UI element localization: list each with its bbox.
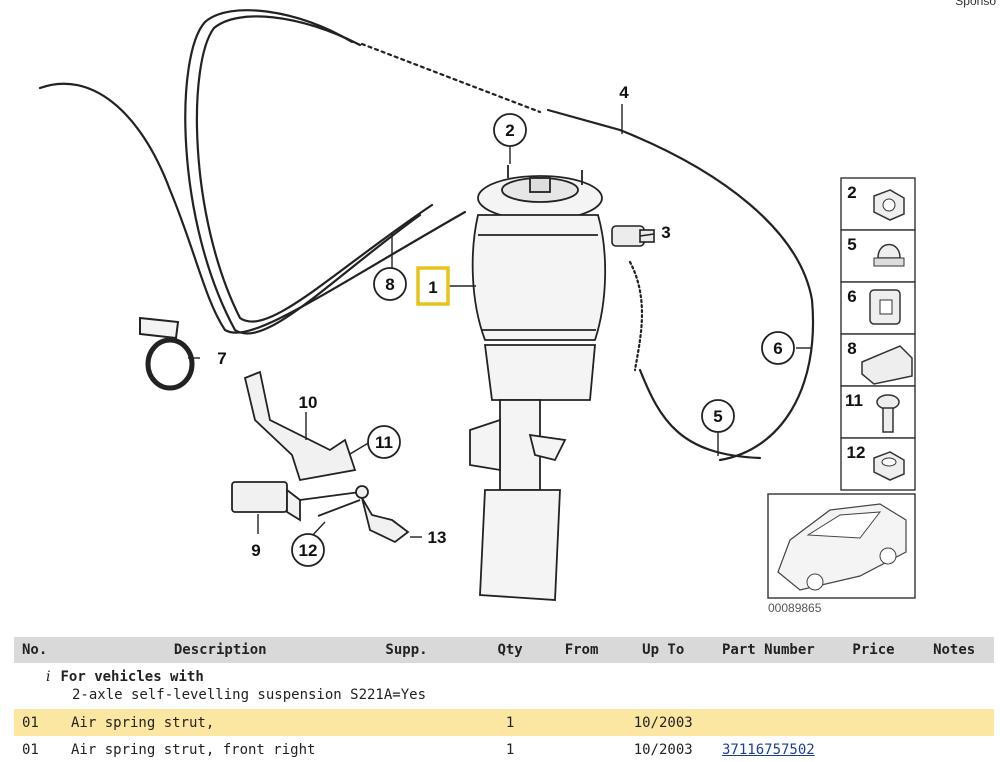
row-description: Air spring strut, <box>63 709 378 736</box>
row-supp <box>377 736 479 762</box>
vehicle-thumbnail: 00089865 <box>767 493 916 615</box>
sidebar-item-5: 5 <box>840 229 916 283</box>
svg-text:8: 8 <box>847 339 856 358</box>
callout-4: 4 <box>619 83 629 102</box>
row-no: 01 <box>14 709 63 736</box>
info-icon: i <box>46 669 51 685</box>
row-notes <box>914 736 994 762</box>
svg-text:7: 7 <box>217 349 226 368</box>
svg-text:10: 10 <box>299 393 318 412</box>
svg-text:6: 6 <box>773 339 782 358</box>
sidebar-item-12: 12 <box>840 437 916 491</box>
svg-text:5: 5 <box>847 235 856 254</box>
col-up-to: Up To <box>622 637 705 663</box>
sidebar-item-6: 6 <box>840 281 916 335</box>
col-notes: Notes <box>914 637 994 663</box>
svg-text:11: 11 <box>375 433 393 452</box>
parts-diagram: 1 2 3 4 5 6 7 8 9 10 11 12 13 <box>38 9 916 615</box>
pressure-sensor-drawing <box>611 225 655 247</box>
sidebar-item-8: 8 <box>840 333 916 387</box>
parts-table: No. Description Supp. Qty From Up To Par… <box>14 637 994 762</box>
svg-text:12: 12 <box>847 443 866 462</box>
svg-text:5: 5 <box>713 407 722 426</box>
row-part-number[interactable]: 37116757502 <box>704 736 833 762</box>
air-lines <box>38 9 815 462</box>
level-sensor-drawing <box>231 370 410 544</box>
row-description: Air spring strut, front right <box>71 741 316 758</box>
callout-2: 2 <box>493 113 527 147</box>
col-from: From <box>540 637 623 663</box>
col-price: Price <box>832 637 915 663</box>
sidebar-item-2: 2 <box>840 177 916 231</box>
svg-text:9: 9 <box>251 541 260 560</box>
sponsored-label: Sponso <box>955 0 996 8</box>
row-notes <box>914 709 994 736</box>
svg-text:13: 13 <box>428 528 447 547</box>
col-part-number: Part Number <box>704 637 833 663</box>
row-up-to: 10/2003 <box>622 709 705 736</box>
svg-text:00089865: 00089865 <box>768 601 822 615</box>
note-title: For vehicles with <box>60 669 204 685</box>
note-detail: 2-axle self-levelling suspension S221A=Y… <box>72 687 427 703</box>
table-row[interactable]: 01 Air spring strut, 1 10/2003 <box>14 709 994 736</box>
callout-7: 7 <box>217 349 226 368</box>
sidebar-item-11: 11 <box>840 385 916 439</box>
air-spring-strut-drawing <box>469 165 607 601</box>
callout-13: 13 <box>428 528 447 547</box>
svg-text:6: 6 <box>847 287 856 306</box>
svg-text:11: 11 <box>845 391 863 410</box>
callout-5: 5 <box>701 399 735 433</box>
callout-1: 1 <box>416 266 450 306</box>
row-no: 01 <box>22 741 39 758</box>
col-supp: Supp. <box>377 637 480 663</box>
svg-text:8: 8 <box>385 275 394 294</box>
hose-clip-drawing <box>139 316 195 391</box>
row-price <box>833 736 915 762</box>
svg-text:1: 1 <box>428 278 437 297</box>
small-parts-sidebar: 2 5 6 8 11 12 <box>840 177 916 491</box>
col-qty: Qty <box>479 637 541 663</box>
svg-text:12: 12 <box>299 541 318 560</box>
row-from <box>540 709 623 736</box>
svg-text:2: 2 <box>505 121 514 140</box>
row-qty: 1 <box>479 709 541 736</box>
row-supp <box>377 709 480 736</box>
row-from <box>541 736 623 762</box>
table-header-row: No. Description Supp. Qty From Up To Par… <box>14 637 994 663</box>
callout-11: 11 <box>367 425 401 459</box>
row-up-to: 10/2003 <box>633 741 693 758</box>
leader-lines <box>188 104 812 539</box>
svg-text:4: 4 <box>619 83 629 102</box>
svg-text:3: 3 <box>661 223 670 242</box>
col-description: Description <box>63 637 378 663</box>
callout-10: 10 <box>299 393 318 412</box>
row-part-number <box>704 709 833 736</box>
col-no: No. <box>14 637 63 663</box>
svg-text:2: 2 <box>847 183 856 202</box>
row-price <box>832 709 915 736</box>
vehicle-condition-note: i For vehicles with 2-axle self-levelling… <box>14 663 994 709</box>
table-row[interactable]: 01 Air spring strut, front right 1 10/20… <box>14 736 994 762</box>
callout-6: 6 <box>761 331 795 365</box>
callout-3: 3 <box>661 223 670 242</box>
callout-9: 9 <box>251 541 260 560</box>
callout-12: 12 <box>291 533 325 567</box>
callout-8: 8 <box>373 267 407 301</box>
part-number-link[interactable]: 37116757502 <box>722 741 815 758</box>
row-qty: 1 <box>505 741 515 758</box>
